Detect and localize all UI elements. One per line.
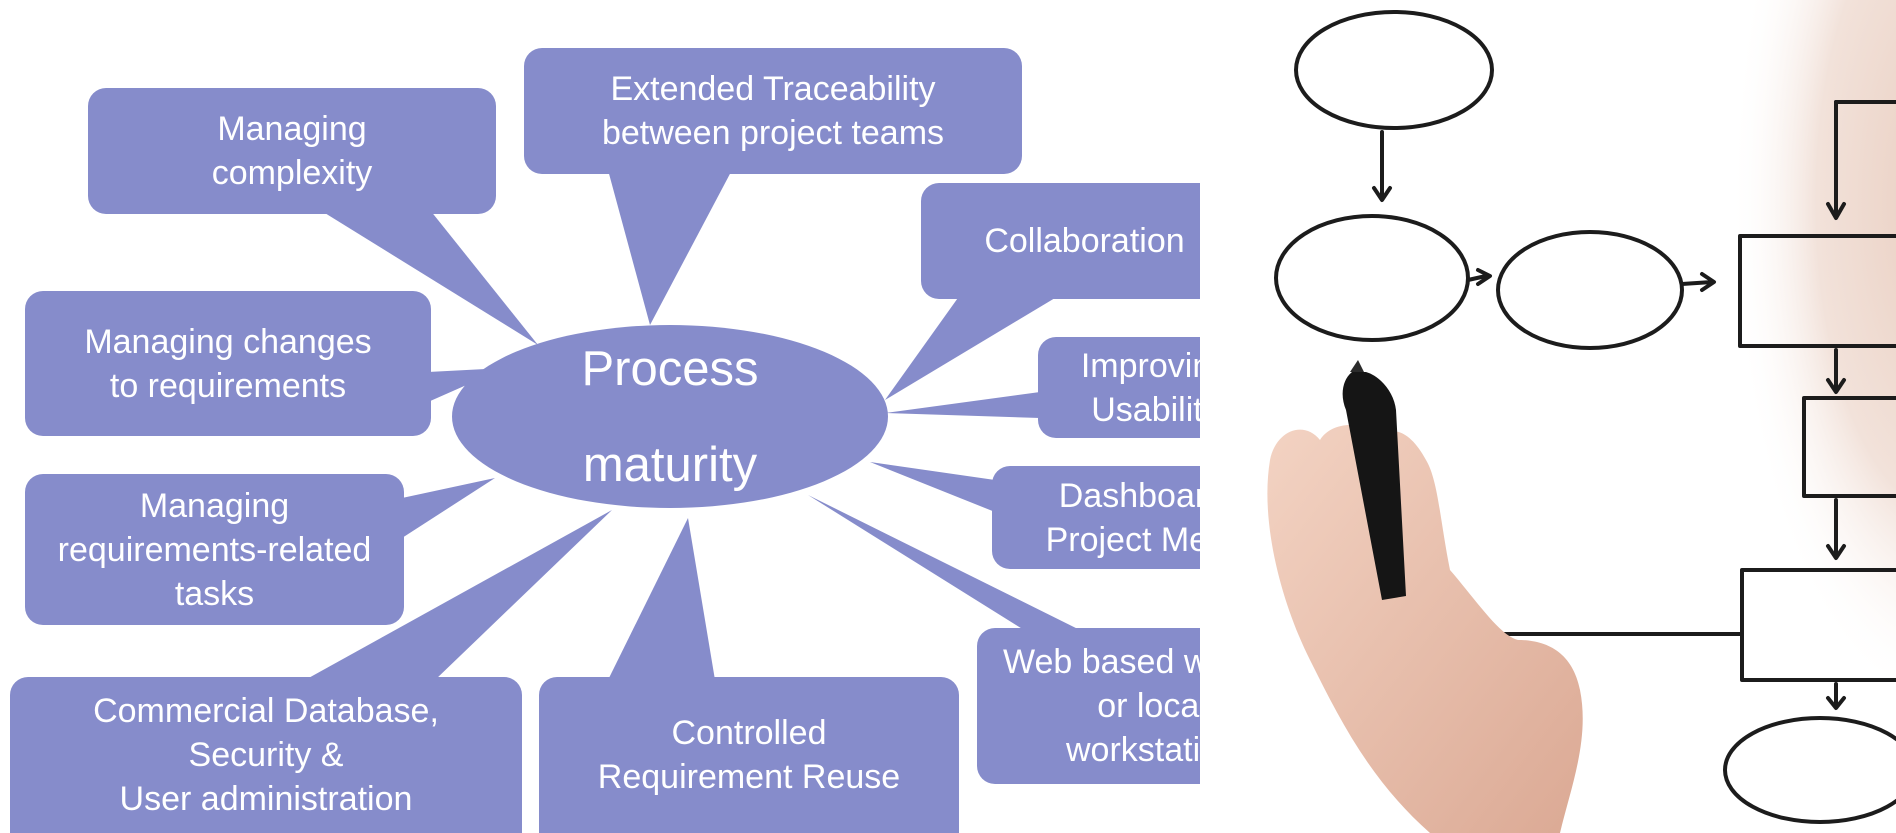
callout-commercial-database: Commercial Database, Security & User adm… — [10, 677, 522, 833]
pointer-collaboration — [885, 295, 1060, 400]
pointer-commercial-database — [305, 510, 612, 680]
callout-extended-traceability: Extended Traceability between project te… — [524, 48, 1022, 174]
callout-text: Controlled Requirement Reuse — [597, 714, 901, 796]
callout-managing-changes: Managing changes to requirements — [25, 291, 431, 436]
sketch-box-1 — [1738, 234, 1896, 348]
pointer-managing-tasks — [402, 478, 495, 538]
hub-label: Process maturity — [581, 341, 759, 492]
pointer-managing-complexity — [320, 210, 538, 345]
sketch-oval-top — [1294, 10, 1494, 130]
callout-requirement-reuse: Controlled Requirement Reuse — [539, 677, 959, 833]
callout-managing-complexity: Managing complexity — [88, 88, 496, 214]
marker-icon — [1342, 372, 1406, 600]
pointer-web-based — [808, 495, 1100, 640]
hub-process-maturity: Process maturity — [452, 325, 888, 508]
callout-collaboration: Collaboration — [921, 183, 1248, 299]
flowchart-sketch-photo — [1200, 0, 1896, 833]
pointer-improving-usability — [885, 392, 1040, 418]
callout-text: Managing complexity — [211, 110, 373, 192]
sketch-oval-middle — [1496, 230, 1684, 350]
sketch-box-2 — [1802, 396, 1896, 498]
callout-text: Managing requirements-related tasks — [57, 486, 372, 613]
pointer-extended-traceability — [608, 170, 732, 325]
callout-text: Managing changes to requirements — [84, 322, 372, 405]
callout-text: Collaboration — [984, 222, 1185, 260]
pointer-dashboard — [870, 462, 995, 512]
pointer-requirement-reuse — [608, 518, 715, 680]
callout-text: Extended Traceability between project te… — [601, 70, 945, 152]
sketch-oval-bottom — [1723, 716, 1896, 824]
hand-illustration — [1267, 425, 1583, 833]
sketch-box-3 — [1740, 568, 1896, 682]
callout-managing-tasks: Managing requirements-related tasks — [25, 474, 404, 625]
callout-text: Commercial Database, Security & User adm… — [93, 692, 439, 818]
